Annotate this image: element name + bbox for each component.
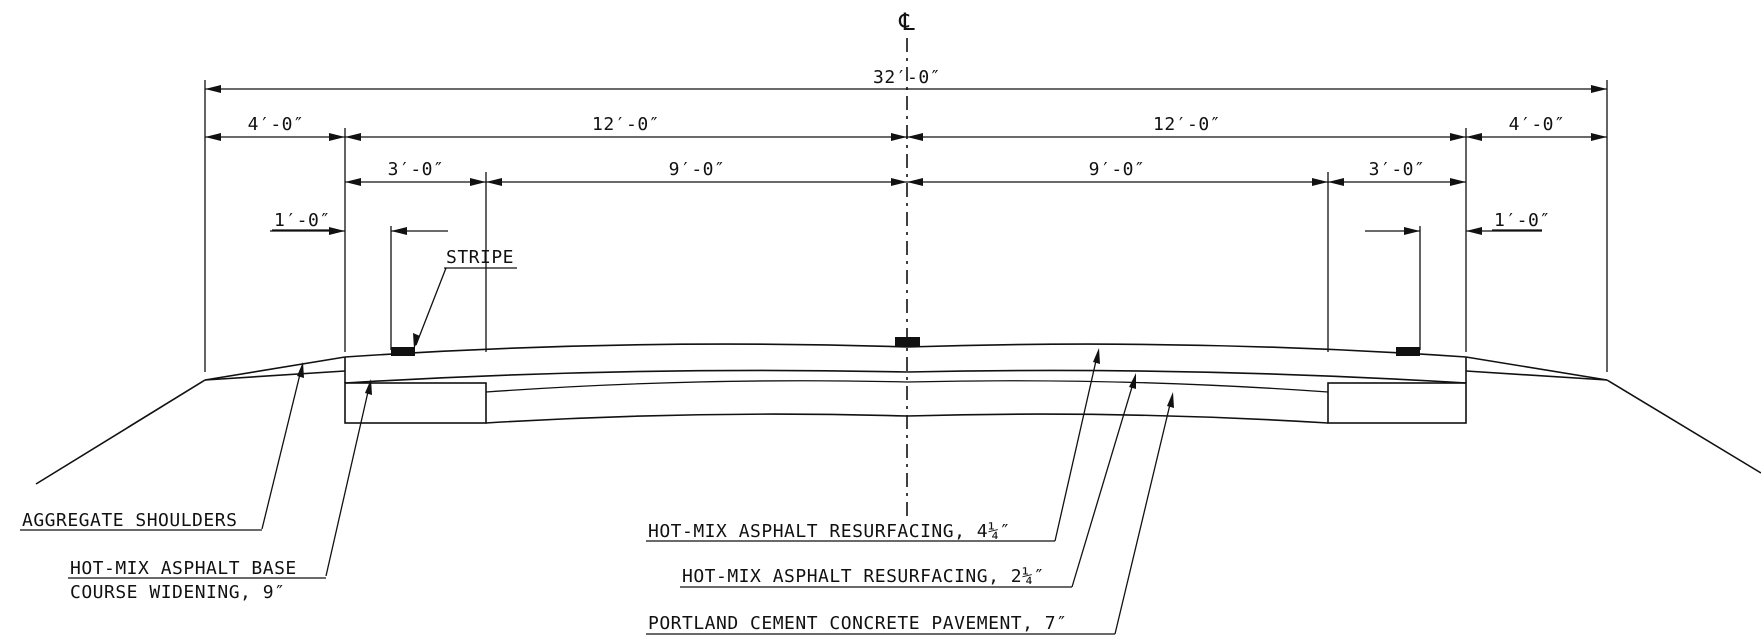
extension-lines: [204, 80, 1608, 372]
callout-labels: STRIPE AGGREGATE SHOULDERS HOT-MIX ASPHA…: [20, 247, 1115, 635]
dim-inner-left: 9′-0″: [669, 159, 726, 180]
label-base-widening-1: HOT-MIX ASPHALT BASE: [70, 558, 297, 579]
centerline-symbol: ℄: [898, 8, 915, 36]
dim-offset-right: 1′-0″: [1494, 210, 1551, 231]
label-base-widening-2: COURSE WIDENING, 9″: [70, 582, 285, 603]
edge-stripe-right: [1396, 347, 1420, 356]
dim-shoulder-right: 4′-0″: [1509, 114, 1566, 135]
dim-widening-right: 3′-0″: [1369, 159, 1426, 180]
dim-lane-right: 12′-0″: [1153, 114, 1221, 135]
label-stripe: STRIPE: [446, 247, 514, 268]
dim-overall: 32′-0″: [873, 67, 941, 88]
center-stripe: [895, 337, 920, 347]
label-aggregate-shoulders: AGGREGATE SHOULDERS: [22, 510, 237, 531]
dim-shoulder-left: 4′-0″: [248, 114, 305, 135]
dim-inner-right: 9′-0″: [1089, 159, 1146, 180]
dim-lane-left: 12′-0″: [592, 114, 660, 135]
leader-lines: [261, 267, 1174, 635]
dimension-labels: 32′-0″ 4′-0″ 12′-0″ 12′-0″ 4′-0″ 3′-0″ 9…: [248, 67, 1566, 231]
edge-stripe-left: [391, 347, 415, 356]
dimension-lines: [205, 85, 1607, 235]
label-pcc-pavement: PORTLAND CEMENT CONCRETE PAVEMENT, 7″: [648, 613, 1067, 634]
dim-widening-left: 3′-0″: [388, 159, 445, 180]
dim-offset-left: 1′-0″: [274, 210, 331, 231]
label-resurfacing-top: HOT-MIX ASPHALT RESURFACING, 4¼″: [648, 521, 1011, 542]
label-resurfacing-bottom: HOT-MIX ASPHALT RESURFACING, 2¼″: [682, 566, 1045, 587]
centerline: ℄: [898, 8, 915, 520]
pavement-cross-section: [35, 337, 1761, 485]
